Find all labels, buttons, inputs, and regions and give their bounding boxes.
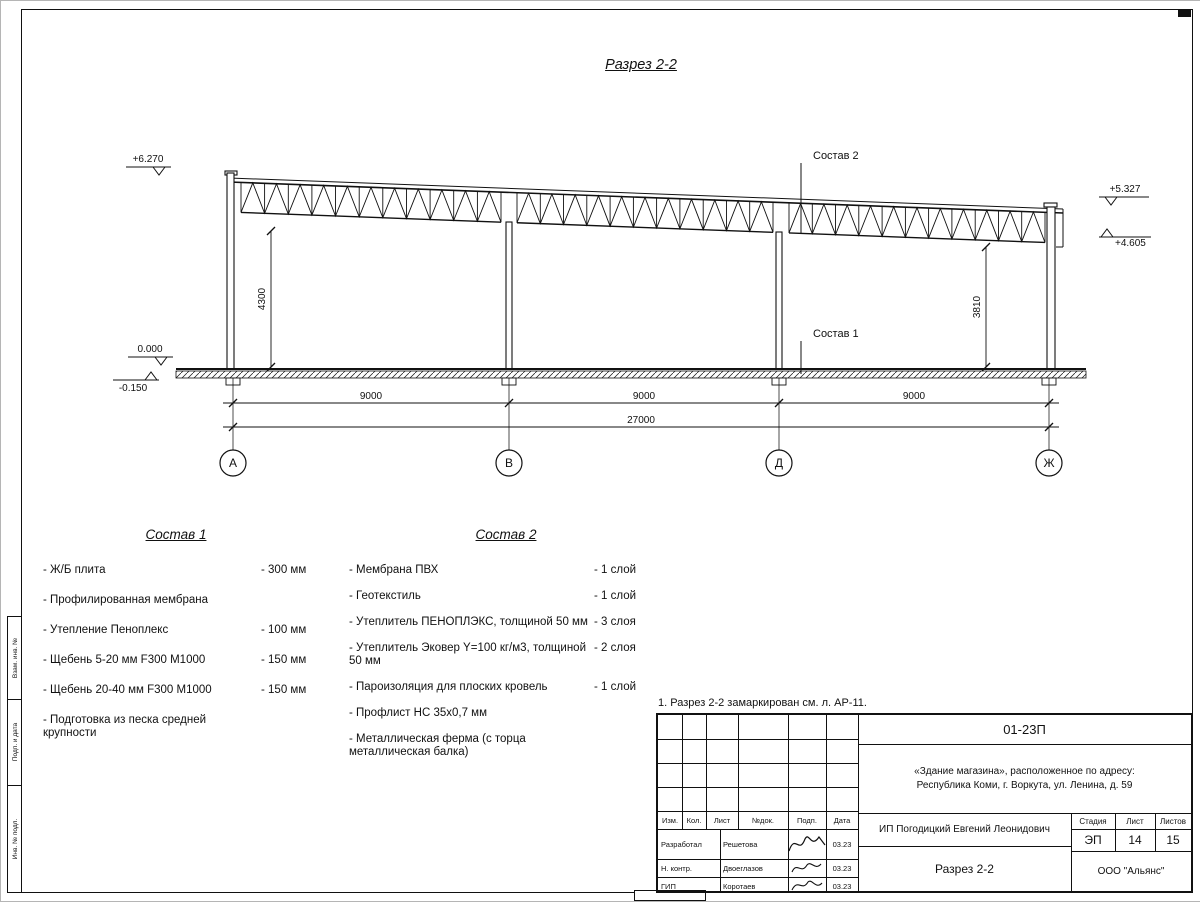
- dim-span-3: 9000: [903, 391, 926, 402]
- axis-bubbles: А В Д Ж: [219, 449, 1063, 477]
- list-item: - Утеплитель Эковер Y=100 кг/м3, толщино…: [349, 642, 636, 667]
- col-header-izm: Изм.: [661, 815, 679, 825]
- walls-and-columns: [224, 170, 1058, 370]
- sostav1-title: Состав 1: [145, 527, 207, 542]
- role-developer: Разработал: [661, 839, 702, 849]
- document-code: 01-23П: [1003, 722, 1046, 737]
- ground-line: [175, 368, 1087, 386]
- signature-ncontrol: [788, 859, 826, 877]
- date-developer: 03.23: [832, 839, 852, 849]
- list-item: - Подготовка из песка средней крупности: [43, 714, 207, 739]
- list-item: - Щебень 20-40 мм F300 М1000- 150 мм: [43, 684, 307, 696]
- col-header-ndok: №док.: [752, 815, 774, 825]
- col-header-kol: Кол.: [686, 815, 702, 825]
- col-header-data: Дата: [833, 815, 851, 825]
- title-block: Изм. Кол. Лист №док. Подп. Дата Разработ…: [656, 713, 1193, 893]
- sheets-label: Листов: [1160, 816, 1186, 826]
- stamp-label-vzam: Взам. инв. №: [12, 638, 19, 678]
- list-item: - Металлическая ферма (с торца металличе…: [349, 733, 526, 758]
- date-ncontrol: 03.23: [832, 863, 852, 873]
- axis-zh: Ж: [1043, 456, 1054, 470]
- page-title: Разрез 2-2: [605, 57, 677, 73]
- list-item: - Мембрана ПВХ- 1 слой: [349, 564, 637, 576]
- dim-span-1: 9000: [360, 391, 383, 402]
- project-description: «Здание магазина», расположенное по адре…: [914, 765, 1135, 791]
- signature-developer: [788, 829, 826, 859]
- label-sostav2: Состав 2: [813, 150, 859, 162]
- sheet-value: 14: [1128, 833, 1142, 847]
- sostav1-list: - Ж/Б плита- 300 мм - Профилированная ме…: [43, 564, 343, 757]
- company-name: ООО "Альянс": [1097, 865, 1165, 877]
- client-name: ИП Погодицкий Евгений Леонидович: [879, 824, 1050, 835]
- elevation-floor: -0.150: [119, 383, 148, 394]
- list-item: - Ж/Б плита- 300 мм: [43, 564, 307, 576]
- name-developer: Решетова: [723, 839, 758, 849]
- sheet-label: Лист: [1126, 816, 1144, 826]
- list-item: - Геотекстиль- 1 слой: [349, 590, 637, 602]
- dim-span-2: 9000: [633, 391, 656, 402]
- sheet-note: 1. Разрез 2-2 замаркирован см. л. АР-11.: [658, 697, 867, 709]
- axis-a: А: [229, 456, 237, 470]
- signature-gip: [788, 877, 826, 895]
- role-gip: ГИП: [661, 881, 676, 891]
- date-gip: 03.23: [832, 881, 852, 891]
- list-item: - Профилированная мембрана: [43, 594, 208, 606]
- role-ncontrol: Н. контр.: [661, 863, 692, 873]
- elevation-top-right: +5.327: [1110, 184, 1141, 195]
- dim-height-left: 4300: [257, 287, 268, 310]
- roof-trusses: [240, 181, 1046, 244]
- side-stamp-column: Взам. инв. № Подп. и дата Инв. № подл.: [7, 616, 22, 893]
- elevation-right-mid: +4.605: [1115, 238, 1146, 249]
- roof-lines: [228, 177, 1064, 248]
- axis-b: В: [505, 456, 513, 470]
- sheets-value: 15: [1166, 833, 1180, 847]
- stage-label: Стадия: [1079, 816, 1107, 826]
- stamp-label-inv: Инв. № подл.: [12, 819, 19, 860]
- stage-value: ЭП: [1084, 833, 1102, 847]
- elevation-marks: +6.270 0.000 -0.150 +5.327 +4.605: [113, 154, 1151, 394]
- height-dimensions: 4300 3810: [257, 226, 991, 372]
- corner-mark: [1178, 10, 1191, 17]
- list-item: - Щебень 5-20 мм F300 М1000- 150 мм: [43, 654, 307, 666]
- list-item: - Утеплитель ПЕНОПЛЭКС, толщиной 50 мм- …: [349, 616, 636, 628]
- stamp-label-podp: Подп. и дата: [12, 722, 19, 761]
- list-item: - Утепление Пеноплекс- 100 мм: [43, 624, 307, 636]
- elevation-zero: 0.000: [137, 344, 162, 355]
- horizontal-dimensions: 9000 9000 9000 27000: [223, 378, 1059, 450]
- drawing-name: Разрез 2-2: [935, 861, 994, 876]
- sostav2-title: Состав 2: [475, 527, 537, 542]
- composition-leaders: Состав 2 Состав 1: [800, 150, 859, 374]
- dim-height-right: 3810: [972, 295, 983, 318]
- sheet-border-frame: [21, 9, 1193, 893]
- col-header-list: Лист: [713, 815, 731, 825]
- col-header-podp: Подп.: [797, 815, 817, 825]
- axis-d: Д: [775, 456, 783, 470]
- label-sostav1: Состав 1: [813, 328, 859, 340]
- name-ncontrol: Двоеглазов: [723, 863, 763, 873]
- list-item: - Пароизоляция для плоских кровель- 1 сл…: [349, 681, 637, 693]
- elevation-top-left: +6.270: [133, 154, 164, 165]
- name-gip: Коротаев: [723, 881, 756, 891]
- list-item: - Профлист НС 35х0,7 мм: [349, 707, 487, 719]
- dim-total: 27000: [627, 415, 655, 426]
- sostav2-list: - Мембрана ПВХ- 1 слой - Геотекстиль- 1 …: [349, 564, 659, 772]
- section-drawing: +6.270 0.000 -0.150 +5.327 +4.605 Состав…: [113, 150, 1151, 477]
